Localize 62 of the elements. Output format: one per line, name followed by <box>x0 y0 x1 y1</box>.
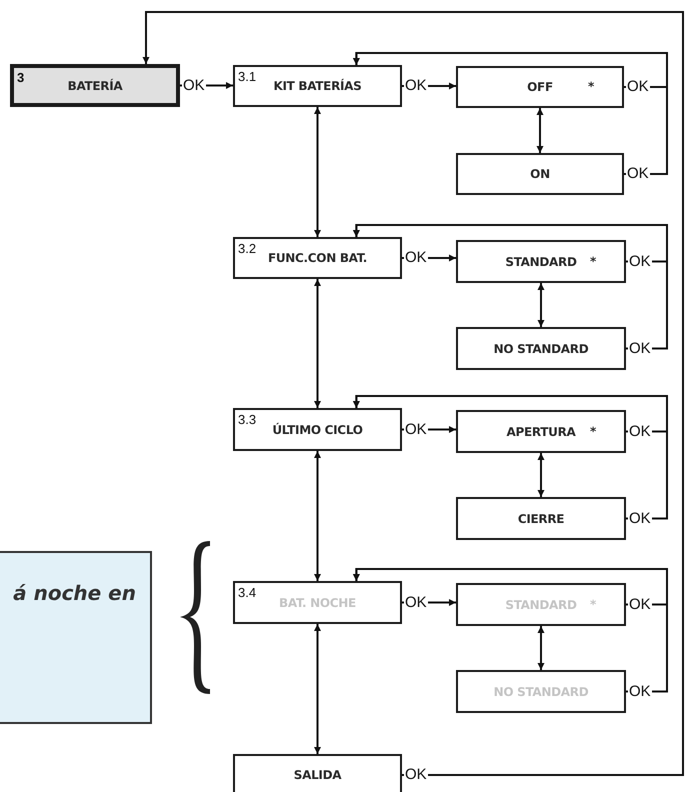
arrow <box>538 283 544 327</box>
menu-box <box>233 65 402 107</box>
edge-label: OK <box>628 510 652 526</box>
option-title: APERTURA <box>506 424 576 438</box>
edge-label: OK <box>628 254 652 270</box>
edge-label: OK <box>628 340 652 356</box>
option-box <box>456 240 626 283</box>
option-box <box>456 410 626 453</box>
option-title: STANDARD <box>505 598 577 612</box>
menu-title: BATERÍA <box>68 78 122 92</box>
option-box <box>456 497 626 540</box>
option-title: STANDARD <box>505 254 577 268</box>
step-number: 3.3 <box>238 412 256 427</box>
edge-label: OK <box>182 78 206 94</box>
menu-title: FUNC.CON BAT. <box>268 251 368 265</box>
menu-box <box>233 237 402 279</box>
menu-box <box>233 408 402 451</box>
default-mark: * <box>590 596 596 611</box>
step-number: 3.2 <box>238 241 256 256</box>
step-number: 3.4 <box>238 585 256 600</box>
default-mark: * <box>590 254 596 268</box>
step-number: 3.1 <box>238 69 256 84</box>
note-box <box>0 551 152 724</box>
arrow <box>142 11 684 776</box>
option-box <box>456 670 626 713</box>
option-box <box>456 583 626 626</box>
menu-title: NO STANDARD <box>494 342 588 356</box>
note-text: á noche en <box>13 581 136 605</box>
arrow <box>314 107 321 237</box>
arrow <box>314 624 321 754</box>
arrow <box>314 279 321 408</box>
arrow <box>352 224 668 350</box>
default-mark: * <box>588 79 594 94</box>
menu-title: BAT. NOCHE <box>279 596 356 610</box>
arrow <box>352 568 668 692</box>
edge-label: OK <box>628 596 652 612</box>
menu-title: SALIDA <box>294 768 342 782</box>
edge-label: OK <box>404 422 428 438</box>
menu-title: NO STANDARD <box>494 684 588 698</box>
step-number: 3 <box>17 70 24 85</box>
option-box <box>456 66 624 108</box>
arrow <box>538 453 544 497</box>
option-box <box>456 153 624 195</box>
edge-label: OK <box>628 684 652 700</box>
arrow <box>352 52 668 175</box>
edge-label: OK <box>404 594 428 610</box>
arrow <box>314 451 321 581</box>
curly-brace <box>180 541 210 694</box>
arrow <box>352 395 668 520</box>
menu-title: ÚLTIMO CICLO <box>272 422 363 436</box>
menu-title: KIT BATERÍAS <box>273 79 362 93</box>
menu-title: ON <box>530 167 550 181</box>
option-box <box>233 754 402 792</box>
default-mark: * <box>590 424 596 438</box>
menu-box <box>10 64 180 107</box>
menu-box <box>233 581 402 624</box>
arrow <box>538 626 544 670</box>
menu-title: CIERRE <box>518 512 564 526</box>
option-title: OFF <box>527 80 553 94</box>
arrow <box>536 108 544 153</box>
option-box <box>456 327 626 370</box>
edge-label: OK <box>628 424 652 440</box>
